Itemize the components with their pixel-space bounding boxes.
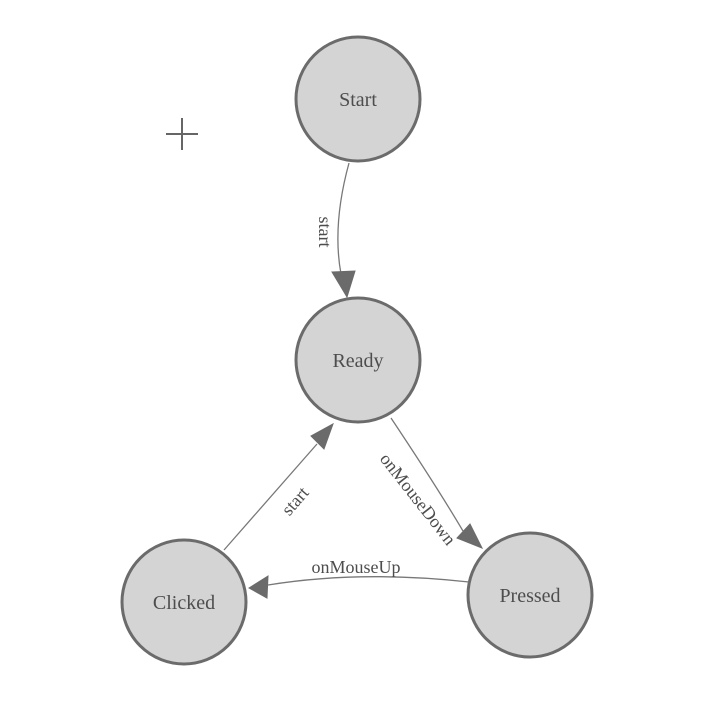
state-node-clicked[interactable]: Clicked — [120, 538, 248, 666]
crosshair-cursor — [166, 118, 198, 150]
state-circle[interactable] — [120, 538, 248, 666]
transition-label: onMouseUp — [312, 557, 401, 577]
transition-label: onMouseDown — [376, 449, 460, 549]
transition-label: start — [277, 483, 312, 520]
state-label: Clicked — [153, 592, 215, 614]
state-circle[interactable] — [466, 531, 594, 659]
arrowhead — [248, 575, 269, 599]
edge-line[interactable] — [390, 417, 464, 532]
edge-line[interactable] — [223, 443, 318, 551]
state-circle[interactable] — [294, 296, 422, 424]
state-label: Pressed — [499, 585, 560, 607]
edge-line[interactable] — [337, 162, 350, 275]
state-circle[interactable] — [294, 35, 422, 163]
transition-start-to-ready[interactable]: start — [315, 162, 356, 299]
transition-pressed-to-clicked[interactable]: onMouseUp — [248, 557, 470, 599]
transition-clicked-to-ready[interactable]: start — [223, 422, 334, 551]
state-node-pressed[interactable]: Pressed — [466, 531, 594, 659]
arrowhead — [456, 523, 484, 549]
state-label: Ready — [332, 350, 383, 372]
state-node-start[interactable]: Start — [294, 35, 422, 163]
transition-label: start — [315, 217, 335, 248]
state-label: Start — [339, 89, 377, 111]
edge-line[interactable] — [267, 576, 470, 586]
arrowhead — [310, 422, 334, 450]
arrowhead — [331, 270, 356, 299]
transition-ready-to-pressed[interactable]: onMouseDown — [376, 417, 484, 549]
state-node-ready[interactable]: Ready — [294, 296, 422, 424]
